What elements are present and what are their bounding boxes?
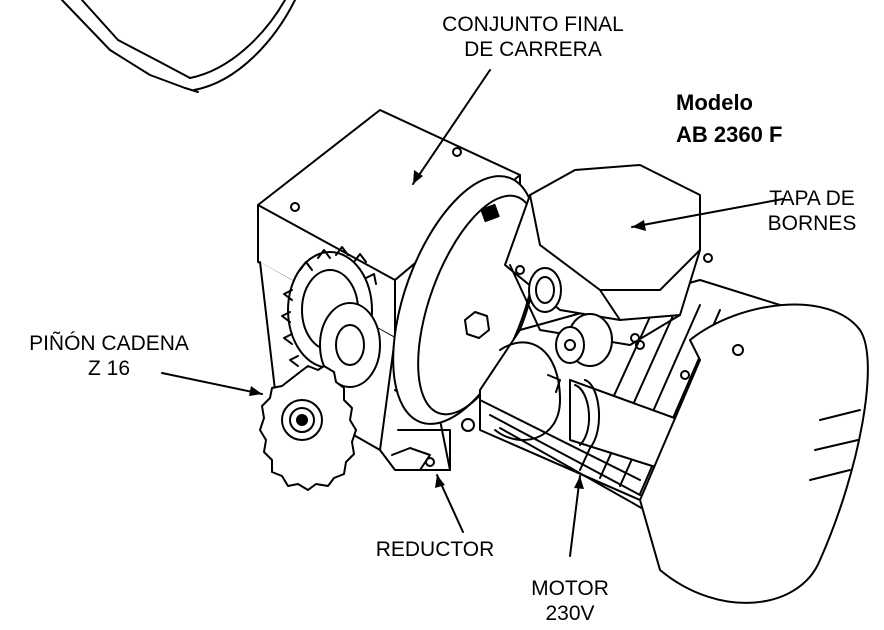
label-terminal-cover: TAPA DE BORNES <box>752 186 872 236</box>
terminal-box <box>504 164 713 393</box>
label-reducer-line-1: REDUCTOR <box>375 538 495 561</box>
leader-arrowheads <box>249 170 646 489</box>
model-title: Modelo AB 2360 F <box>676 87 782 151</box>
label-motor-line-1: MOTOR <box>531 577 609 600</box>
fan-cover <box>639 303 869 604</box>
label-terminal-cover-line-2: BORNES <box>767 212 857 235</box>
cable-drawing <box>61 0 296 93</box>
label-chain-pinion: PIÑÓN CADENA Z 16 <box>4 331 214 381</box>
label-terminal-cover-line-1: TAPA DE <box>769 187 855 210</box>
label-limit-switch: CONJUNTO FINAL DE CARRERA <box>430 12 636 62</box>
label-chain-pinion-line-2: Z 16 <box>87 357 131 380</box>
label-motor-line-2: 230V <box>545 602 595 625</box>
label-limit-switch-line-2: DE CARRERA <box>464 38 602 61</box>
label-motor: MOTOR 230V <box>515 576 625 626</box>
label-reducer: REDUCTOR <box>360 537 510 562</box>
model-line-2: AB 2360 F <box>676 122 783 147</box>
model-line-1: Modelo <box>676 90 753 115</box>
label-limit-switch-line-1: CONJUNTO FINAL <box>442 13 624 36</box>
sprocket-stack <box>281 246 381 388</box>
label-chain-pinion-line-1: PIÑÓN CADENA <box>29 332 189 355</box>
chain-pinion-gear <box>259 365 357 491</box>
